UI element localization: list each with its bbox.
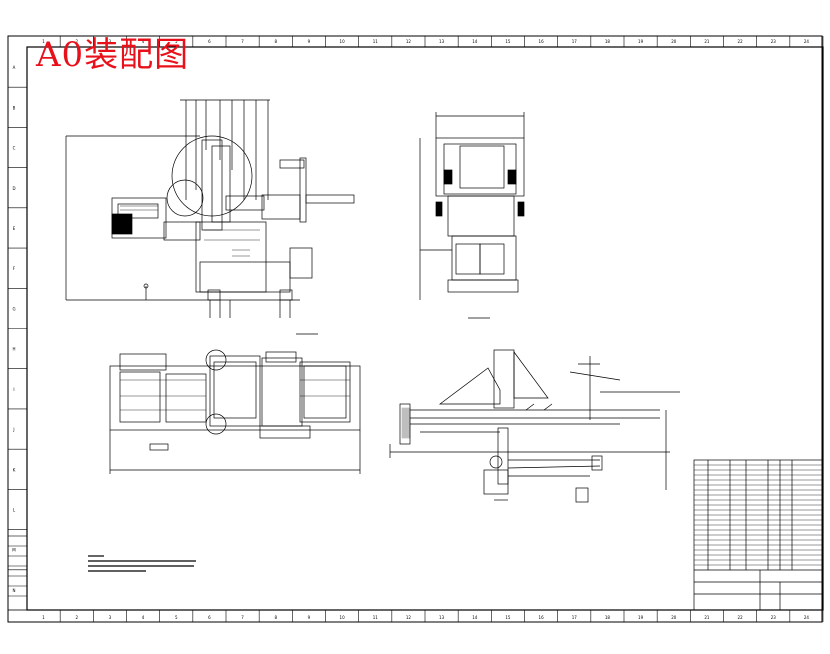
row-mark: I (13, 387, 14, 392)
row-mark: K (13, 467, 16, 472)
column-mark: 10 (340, 39, 346, 44)
column-mark: 1 (42, 39, 45, 44)
section-view (389, 349, 680, 503)
column-mark: 16 (539, 615, 545, 620)
column-mark: 17 (572, 615, 578, 620)
row-mark: J (12, 427, 14, 432)
row-mark: L (13, 507, 16, 512)
row-mark: N (13, 588, 16, 593)
column-mark: 12 (406, 615, 412, 620)
border-tick-marks: 1122334455667788991010111112121313141415… (8, 36, 824, 622)
row-mark: C (13, 146, 16, 151)
column-mark: 7 (241, 39, 244, 44)
column-mark: 15 (505, 39, 511, 44)
column-mark: 19 (638, 615, 644, 620)
column-mark: 8 (274, 39, 277, 44)
technical-notes (88, 555, 196, 572)
column-mark: 23 (771, 39, 777, 44)
column-mark: 9 (308, 39, 311, 44)
side-view (419, 112, 525, 319)
column-mark: 10 (340, 615, 346, 620)
front-view (65, 99, 355, 318)
column-mark: 20 (671, 615, 677, 620)
column-mark: 2 (75, 39, 78, 44)
column-mark: 24 (804, 39, 810, 44)
column-mark: 23 (771, 615, 777, 620)
column-mark: 22 (738, 39, 744, 44)
row-mark: B (13, 105, 16, 110)
column-mark: 6 (208, 615, 211, 620)
column-mark: 9 (308, 615, 311, 620)
row-mark: A (13, 65, 16, 70)
column-mark: 15 (505, 615, 511, 620)
column-mark: 18 (605, 39, 611, 44)
column-mark: 21 (704, 39, 710, 44)
column-mark: 17 (572, 39, 578, 44)
column-mark: 11 (373, 39, 379, 44)
column-mark: 14 (472, 39, 478, 44)
column-mark: 21 (704, 615, 710, 620)
column-mark: 3 (109, 615, 112, 620)
column-mark: 5 (175, 615, 178, 620)
column-mark: 8 (274, 615, 277, 620)
row-mark: E (13, 226, 16, 231)
row-mark: G (12, 306, 15, 311)
column-mark: 22 (738, 615, 744, 620)
column-mark: 12 (406, 39, 412, 44)
column-mark: 24 (804, 615, 810, 620)
left-revision-table (7, 535, 28, 611)
column-mark: 1 (42, 615, 45, 620)
column-mark: 4 (142, 39, 145, 44)
column-mark: 20 (671, 39, 677, 44)
column-mark: 4 (142, 615, 145, 620)
column-mark: 13 (439, 39, 445, 44)
column-mark: 11 (373, 615, 379, 620)
drawing-title: A0装配图 (36, 35, 190, 75)
column-mark: 6 (208, 39, 211, 44)
row-mark: D (12, 186, 15, 191)
column-mark: 3 (109, 39, 112, 44)
column-mark: 19 (638, 39, 644, 44)
column-mark: 18 (605, 615, 611, 620)
column-mark: 5 (175, 39, 178, 44)
column-mark: 13 (439, 615, 445, 620)
row-mark: M (12, 548, 16, 553)
column-mark: 2 (75, 615, 78, 620)
row-mark: F (13, 266, 16, 271)
top-view (109, 333, 361, 474)
column-mark: 16 (539, 39, 545, 44)
parts-list-title-block (693, 459, 823, 611)
column-mark: 7 (241, 615, 244, 620)
inner-frame (26, 46, 824, 611)
outer-frame (7, 35, 823, 623)
column-mark: 14 (472, 615, 478, 620)
row-mark: H (12, 347, 15, 352)
